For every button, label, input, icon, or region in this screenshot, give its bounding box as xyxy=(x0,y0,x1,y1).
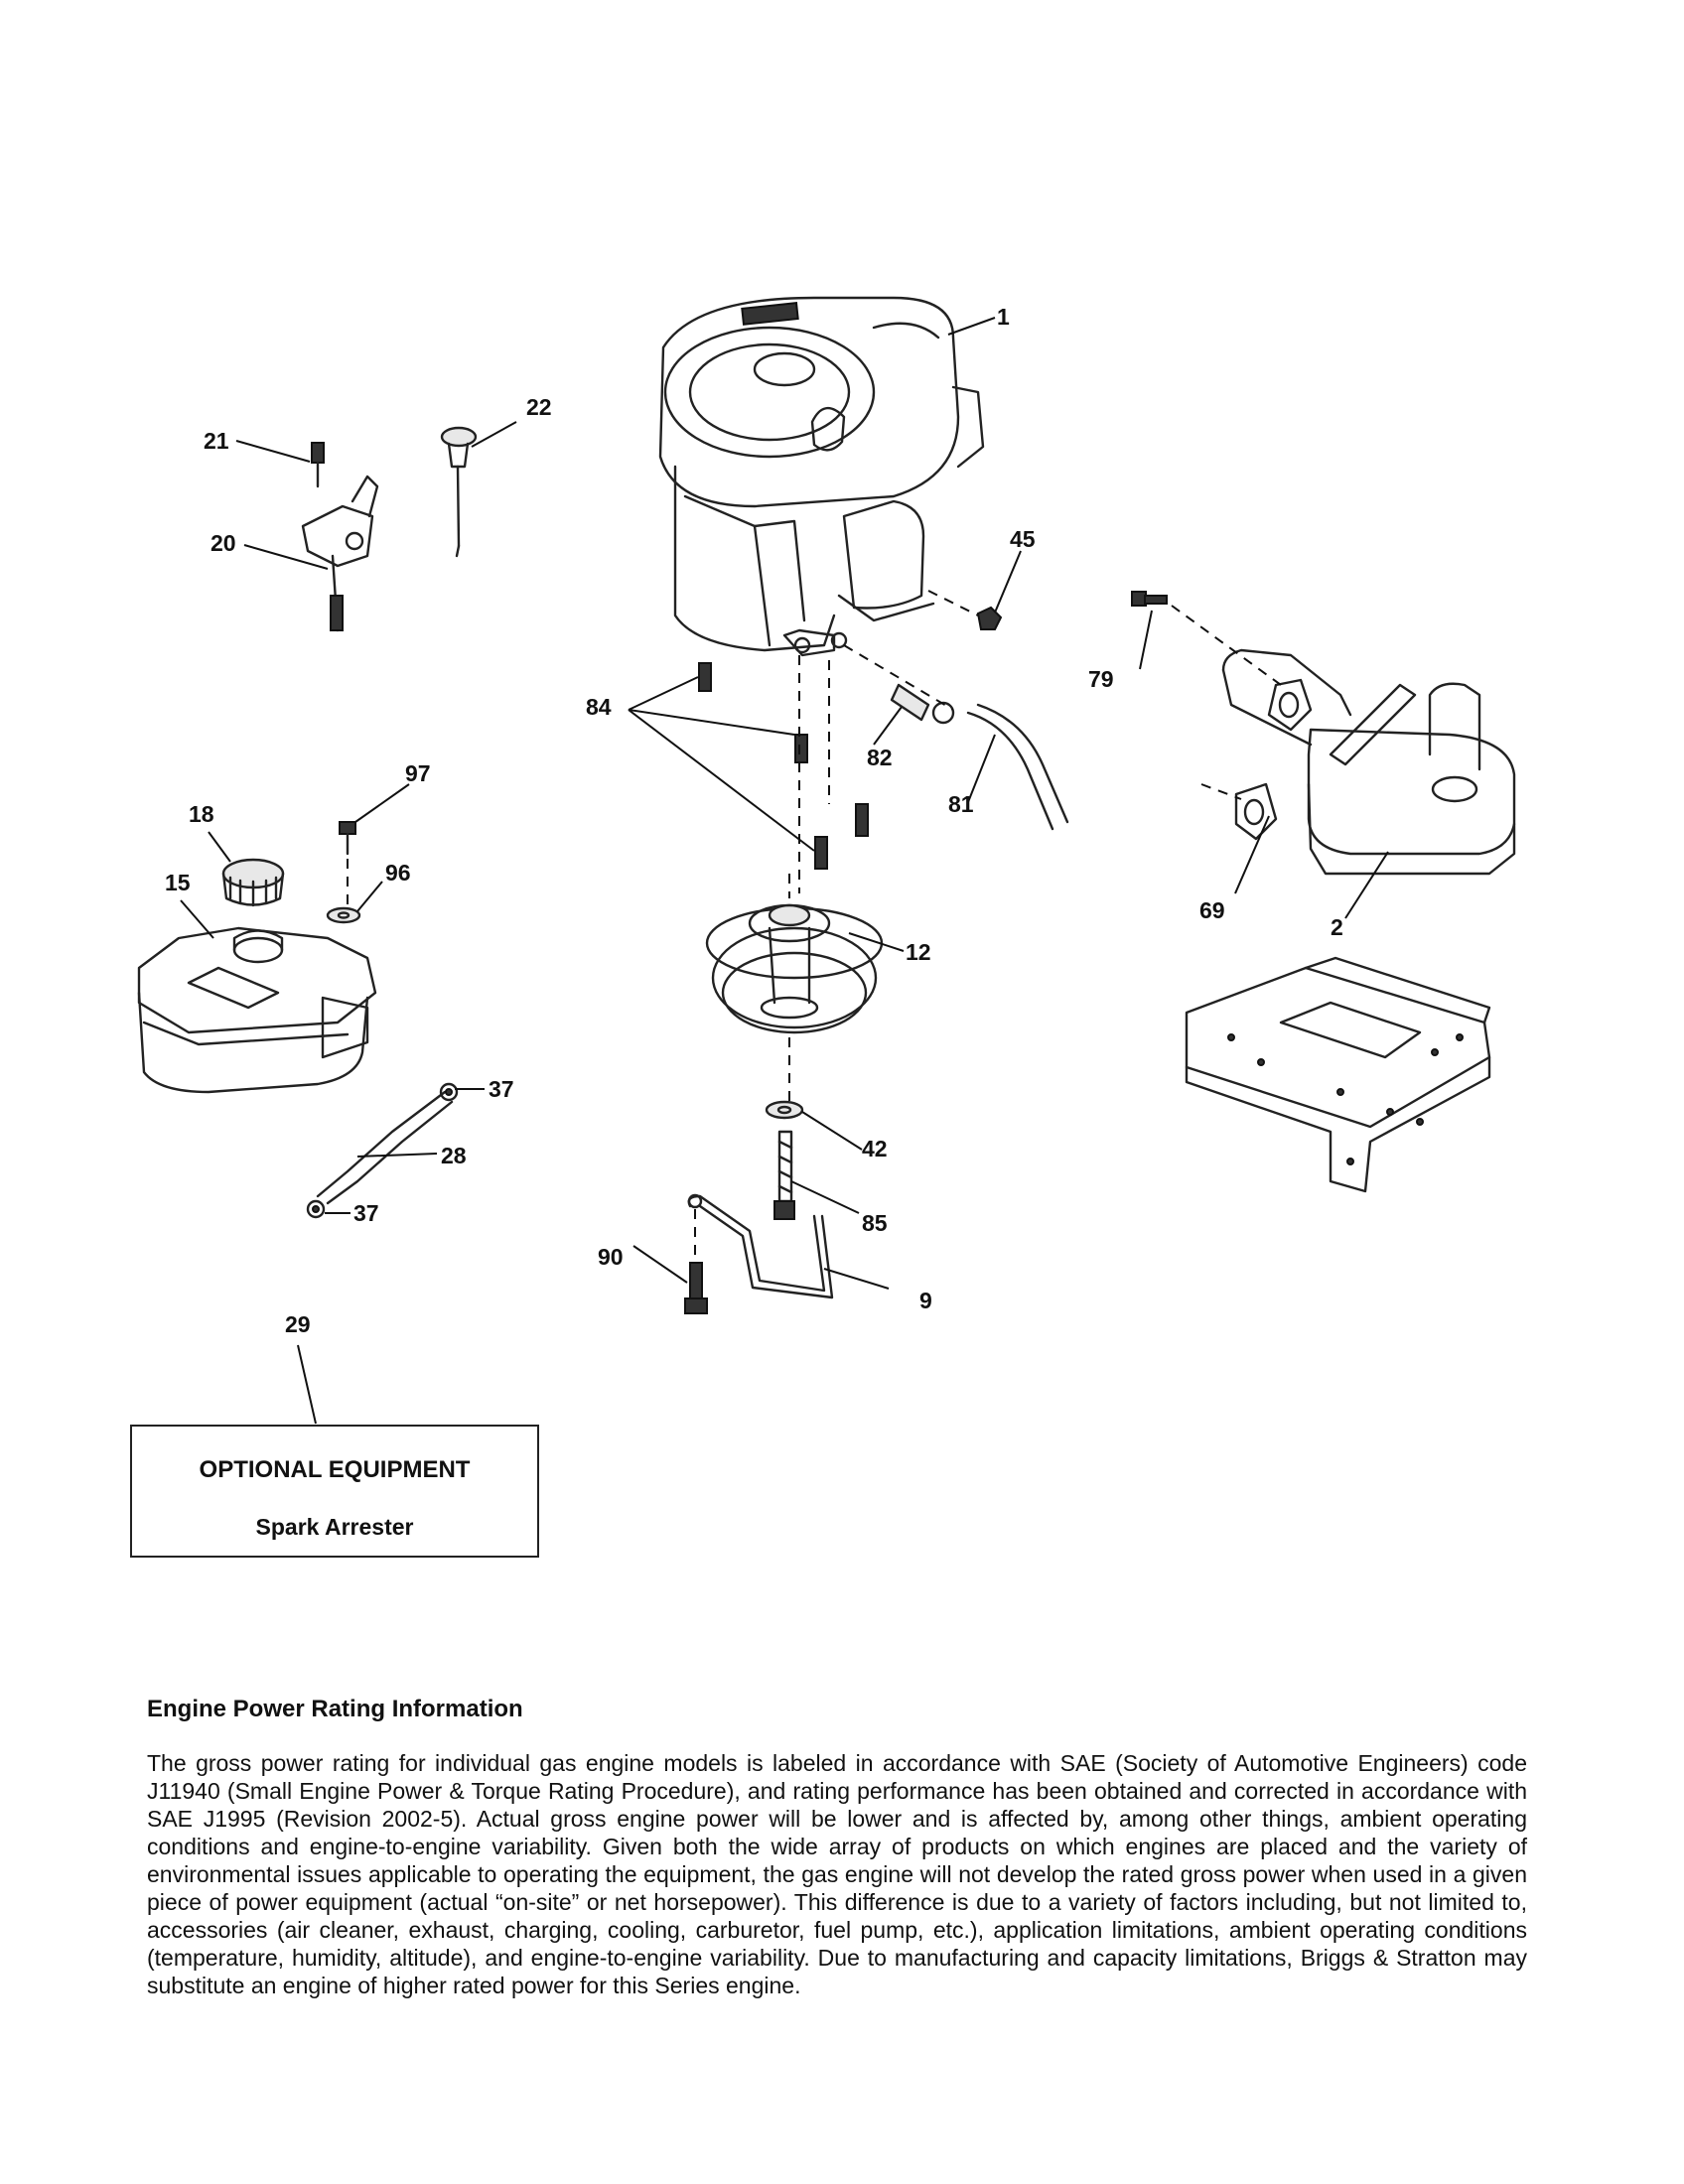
callout-82: 82 xyxy=(867,745,893,770)
callout-69: 69 xyxy=(1199,897,1225,923)
callout-79: 79 xyxy=(1088,666,1114,692)
callout-81: 81 xyxy=(948,791,974,817)
screw-97-part xyxy=(339,821,356,856)
washer-96-part xyxy=(326,906,361,924)
callout-85: 85 xyxy=(862,1210,888,1236)
fuel-cap-part xyxy=(221,858,285,907)
throttle-control-part xyxy=(301,442,379,632)
bracket-9-part xyxy=(687,1193,834,1299)
optional-equipment-box: OPTIONAL EQUIPMENT Spark Arrester xyxy=(130,1425,539,1558)
callout-29: 29 xyxy=(285,1311,311,1337)
mounting-plate-part xyxy=(1185,956,1491,1193)
engine-part xyxy=(658,296,985,657)
callout-84: 84 xyxy=(586,694,612,720)
callout-45: 45 xyxy=(1010,526,1036,552)
callout-96: 96 xyxy=(385,860,411,886)
mount-bolts-part xyxy=(698,662,869,870)
optional-equipment-item: Spark Arrester xyxy=(255,1514,414,1540)
callout-37-top: 37 xyxy=(489,1076,514,1102)
fuel-hose-part xyxy=(316,1090,454,1205)
callout-42: 42 xyxy=(862,1136,888,1161)
pulley-part xyxy=(705,903,884,1034)
callout-1: 1 xyxy=(997,304,1010,330)
hose-clamp-part xyxy=(306,1082,459,1219)
callout-12: 12 xyxy=(906,939,931,965)
callout-21: 21 xyxy=(204,428,229,454)
callout-22: 22 xyxy=(526,394,552,420)
callout-labels: 1 22 21 20 45 79 84 82 81 69 2 12 97 96 … xyxy=(165,304,1343,1337)
callout-28: 28 xyxy=(441,1143,467,1168)
callout-2: 2 xyxy=(1331,914,1343,940)
dipstick-part xyxy=(440,426,478,558)
rating-info-body: The gross power rating for individual ga… xyxy=(147,1750,1527,1998)
callout-97: 97 xyxy=(405,760,431,786)
bolt-85-part xyxy=(773,1130,795,1220)
callout-37-bottom: 37 xyxy=(353,1200,379,1226)
washer-42-part xyxy=(765,1100,804,1120)
callout-20: 20 xyxy=(210,530,236,556)
gasket-69-part xyxy=(1234,678,1313,841)
callout-18: 18 xyxy=(189,801,214,827)
bolt-90-part xyxy=(684,1262,708,1314)
fuel-line-part xyxy=(890,683,1069,831)
callout-9: 9 xyxy=(919,1288,932,1313)
callout-90: 90 xyxy=(598,1244,624,1270)
leader-lines xyxy=(180,317,1389,1425)
rating-info-heading: Engine Power Rating Information xyxy=(147,1696,523,1722)
muffler-part xyxy=(1221,648,1516,876)
bolt-79-part xyxy=(1131,591,1168,607)
nut-45-part xyxy=(976,606,1003,630)
optional-equipment-title: OPTIONAL EQUIPMENT xyxy=(199,1456,471,1483)
callout-15: 15 xyxy=(165,870,191,895)
fuel-tank-part xyxy=(137,926,377,1094)
